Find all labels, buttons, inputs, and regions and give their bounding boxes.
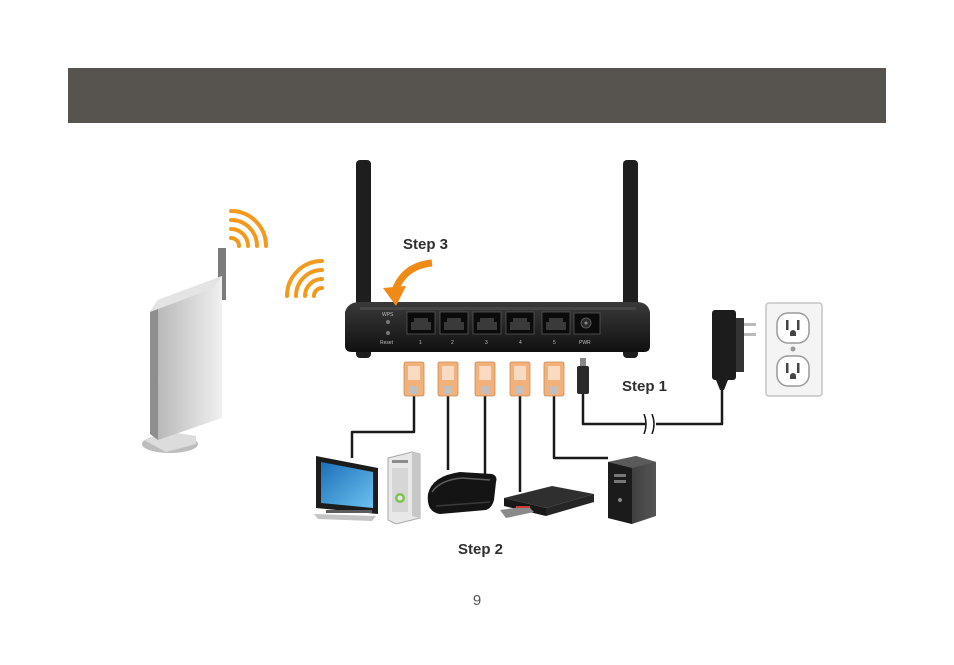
cable-port5 bbox=[554, 396, 608, 458]
wireless-adapter-icon bbox=[142, 248, 226, 453]
power-cable-router bbox=[583, 394, 646, 424]
page-number: 9 bbox=[0, 592, 954, 609]
desktop-tower-icon bbox=[608, 456, 656, 524]
cable-port1 bbox=[352, 396, 414, 458]
dvr-icon bbox=[500, 486, 594, 518]
step2-label: Step 2 bbox=[458, 541, 503, 558]
router: WPS Reset 1 2 3 4 5 PWR bbox=[345, 302, 650, 352]
ethernet-connectors bbox=[404, 362, 564, 396]
wifi-signal-icon bbox=[287, 261, 322, 296]
wall-outlet-icon bbox=[766, 303, 822, 396]
wifi-signal-icon bbox=[231, 211, 266, 246]
power-adapter-icon bbox=[712, 310, 756, 390]
pwr-label: PWR bbox=[579, 340, 591, 346]
tv-icon bbox=[314, 456, 378, 521]
ps3-icon bbox=[428, 472, 497, 514]
xbox-icon bbox=[388, 452, 420, 524]
step1-label: Step 1 bbox=[622, 378, 667, 395]
step3-label: Step 3 bbox=[403, 236, 448, 253]
port-label-3: 3 bbox=[485, 340, 488, 346]
port-label-1: 1 bbox=[419, 340, 422, 346]
port-label-2: 2 bbox=[451, 340, 454, 346]
cable-break-icon bbox=[644, 414, 654, 434]
reset-label: Reset bbox=[380, 340, 394, 346]
wps-label: WPS bbox=[382, 312, 394, 318]
port-label-4: 4 bbox=[519, 340, 522, 346]
port-label-5: 5 bbox=[553, 340, 556, 346]
dc-plug-icon bbox=[577, 358, 589, 394]
step3-arrow-icon bbox=[383, 263, 432, 306]
